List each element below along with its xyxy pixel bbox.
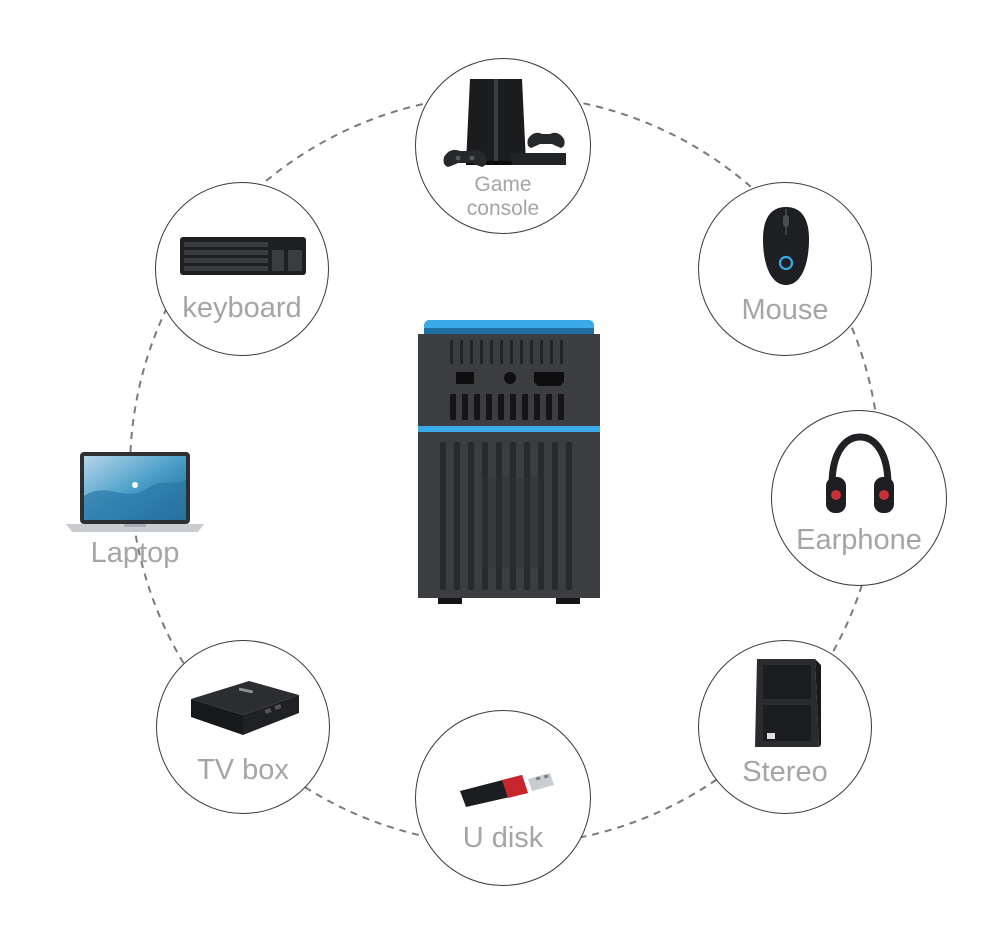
- headphones-icon: [826, 433, 894, 513]
- tv-box-node[interactable]: TV box: [156, 640, 330, 814]
- projector-icon: [418, 320, 600, 604]
- mouse-label: Mouse: [741, 294, 829, 326]
- game-console-icon: [443, 79, 566, 167]
- speaker-icon: [755, 659, 821, 747]
- game-console-label-line1: Game: [474, 173, 532, 196]
- keyboard-node[interactable]: keyboard: [155, 182, 329, 356]
- mouse-node[interactable]: Mouse: [698, 182, 872, 356]
- mouse-icon: [763, 207, 809, 285]
- game-console-label-line2: console: [466, 197, 540, 220]
- laptop-node[interactable]: Laptop: [60, 448, 210, 578]
- laptop-label: Laptop: [90, 537, 180, 569]
- u-disk-label: U disk: [462, 822, 544, 854]
- stereo-label: Stereo: [742, 756, 828, 788]
- tv-box-label: TV box: [197, 754, 289, 786]
- stereo-node[interactable]: Stereo: [698, 640, 872, 814]
- usb-drive-icon: [460, 773, 554, 807]
- tv-box-icon: [191, 681, 299, 735]
- game-console-label: Game console: [416, 173, 590, 221]
- game-console-node[interactable]: Game console: [415, 58, 591, 234]
- keyboard-label: keyboard: [182, 292, 302, 324]
- earphone-label: Earphone: [796, 524, 922, 556]
- laptop-icon: [66, 452, 204, 532]
- u-disk-node[interactable]: U disk: [415, 710, 591, 886]
- earphone-node[interactable]: Earphone: [771, 410, 947, 586]
- keyboard-icon: [180, 237, 306, 275]
